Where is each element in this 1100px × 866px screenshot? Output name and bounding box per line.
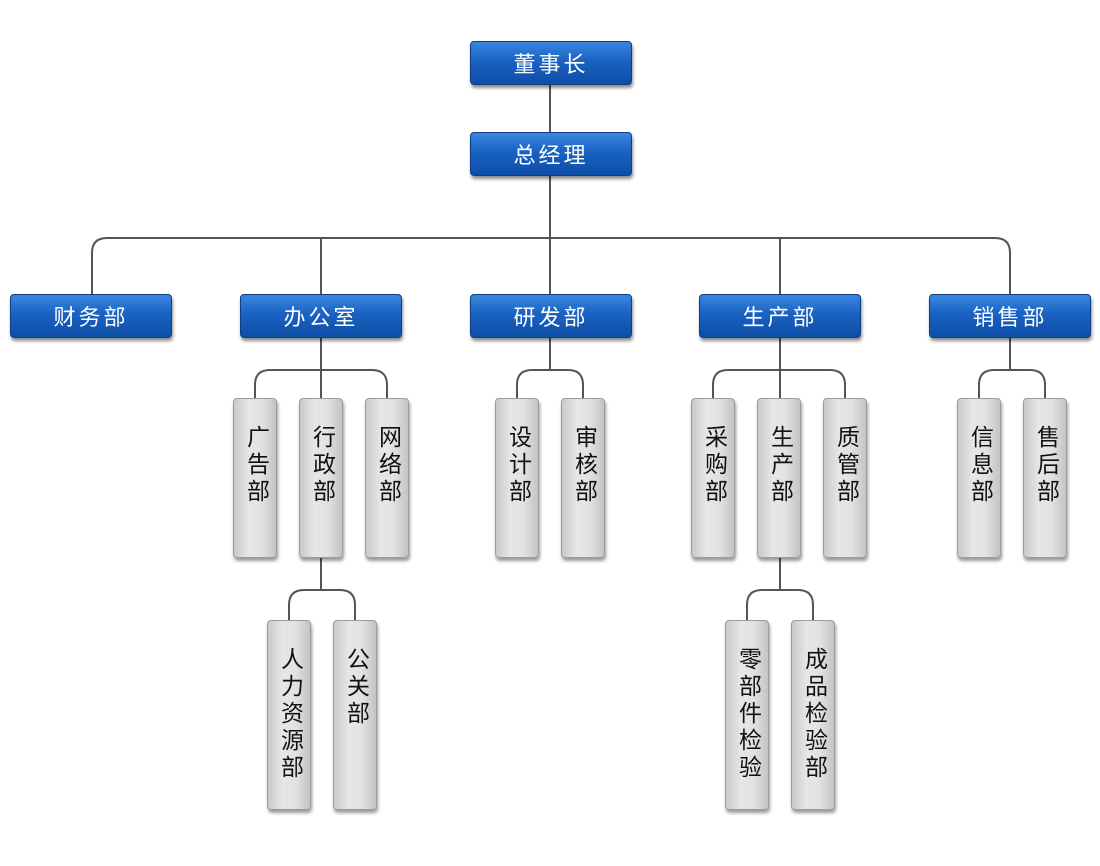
- node-administration-label: 行政部: [308, 425, 335, 506]
- node-advertising-label: 广告部: [242, 425, 269, 506]
- node-design: 设计部: [495, 398, 539, 558]
- node-chairman-label: 董事长: [513, 53, 589, 78]
- node-general-manager-label: 总经理: [513, 144, 589, 169]
- node-parts-inspection-label: 零部件检验: [734, 647, 761, 782]
- node-quality: 质管部: [823, 398, 867, 558]
- node-rnd: 研发部: [470, 294, 632, 338]
- node-pr: 公关部: [333, 620, 377, 810]
- node-after-sales: 售后部: [1023, 398, 1067, 558]
- node-procurement-label: 采购部: [700, 425, 727, 506]
- node-chairman: 董事长: [470, 41, 632, 85]
- node-administration: 行政部: [299, 398, 343, 558]
- node-network: 网络部: [365, 398, 409, 558]
- node-quality-label: 质管部: [832, 425, 859, 506]
- node-procurement: 采购部: [691, 398, 735, 558]
- node-advertising: 广告部: [233, 398, 277, 558]
- node-hr: 人力资源部: [267, 620, 311, 810]
- node-information-label: 信息部: [966, 425, 993, 506]
- node-review-label: 审核部: [570, 425, 597, 506]
- node-rnd-label: 研发部: [513, 306, 589, 331]
- node-production-label: 生产部: [742, 306, 818, 331]
- node-general-manager: 总经理: [470, 132, 632, 176]
- node-after-sales-label: 售后部: [1032, 425, 1059, 506]
- node-office: 办公室: [240, 294, 402, 338]
- node-sales: 销售部: [929, 294, 1091, 338]
- node-parts-inspection: 零部件检验: [725, 620, 769, 810]
- node-network-label: 网络部: [374, 425, 401, 506]
- node-information: 信息部: [957, 398, 1001, 558]
- node-manufacturing-label: 生产部: [766, 425, 793, 506]
- node-review: 审核部: [561, 398, 605, 558]
- node-finance-label: 财务部: [53, 306, 129, 331]
- node-office-label: 办公室: [283, 306, 359, 331]
- node-hr-label: 人力资源部: [276, 647, 303, 782]
- node-product-inspection: 成品检验部: [791, 620, 835, 810]
- node-product-inspection-label: 成品检验部: [800, 647, 827, 782]
- node-finance: 财务部: [10, 294, 172, 338]
- node-manufacturing: 生产部: [757, 398, 801, 558]
- node-sales-label: 销售部: [972, 306, 1048, 331]
- node-pr-label: 公关部: [342, 647, 369, 728]
- node-production: 生产部: [699, 294, 861, 338]
- node-design-label: 设计部: [504, 425, 531, 506]
